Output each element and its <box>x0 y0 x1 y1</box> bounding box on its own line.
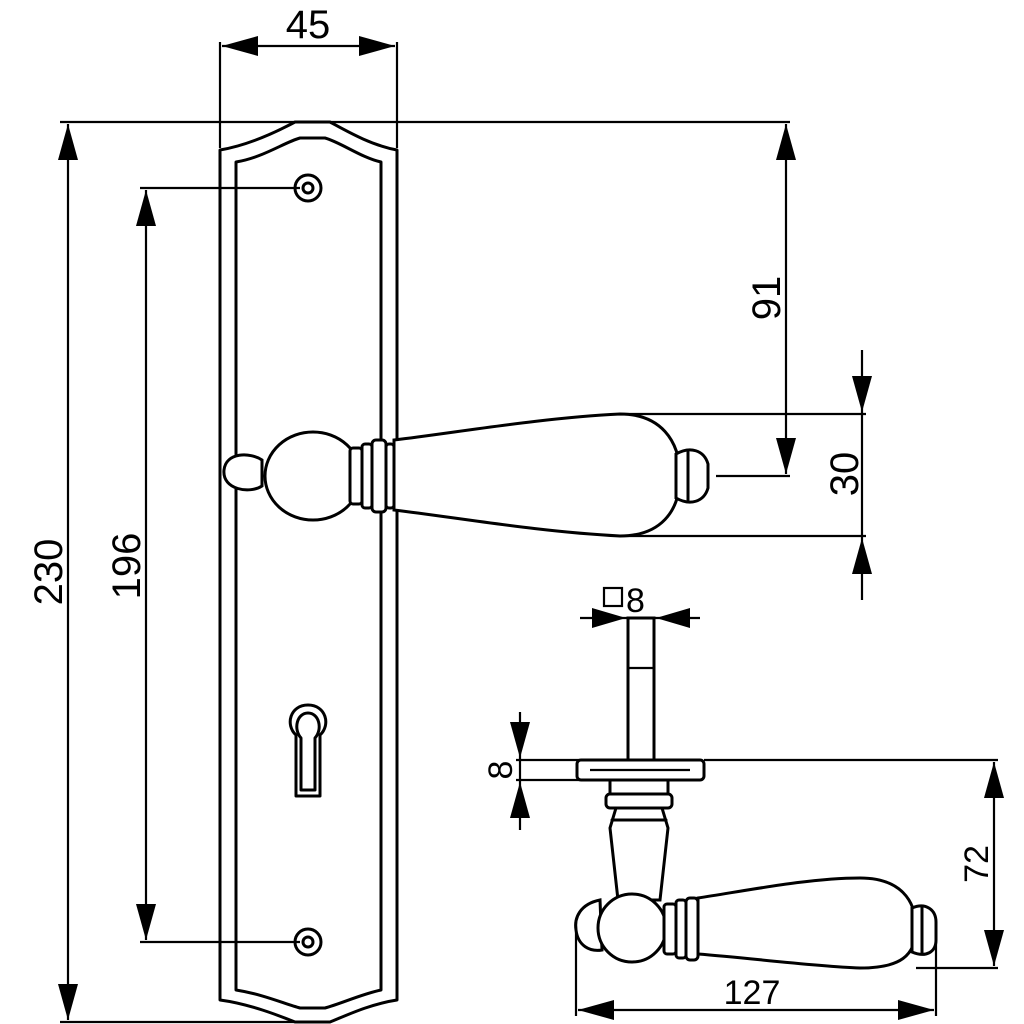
dim-plate-width: 45 <box>286 3 331 47</box>
dim-projection: 72 <box>958 845 996 883</box>
backplate-outline <box>218 120 399 1024</box>
dim-handle-length: 127 <box>724 974 781 1012</box>
dim-handle-thickness: 30 <box>823 452 867 497</box>
keyhole-icon <box>288 703 328 798</box>
side-view <box>574 616 938 970</box>
dimension-lines <box>58 36 1004 1024</box>
square-spindle <box>626 616 656 762</box>
dimension-labels: 45 230 196 91 30 8 8 72 127 <box>27 3 996 1012</box>
dim-hole-spacing: 196 <box>105 533 149 600</box>
dim-rose-thickness: 8 <box>482 761 520 780</box>
front-view <box>218 120 710 1024</box>
dim-handle-axis: 91 <box>745 276 789 321</box>
dim-square-spindle: 8 <box>626 582 645 620</box>
backplate-inner-outline <box>234 136 383 1010</box>
dim-total-height: 230 <box>27 539 71 606</box>
handle-shank <box>608 806 670 902</box>
lever-handle-front <box>222 412 710 538</box>
